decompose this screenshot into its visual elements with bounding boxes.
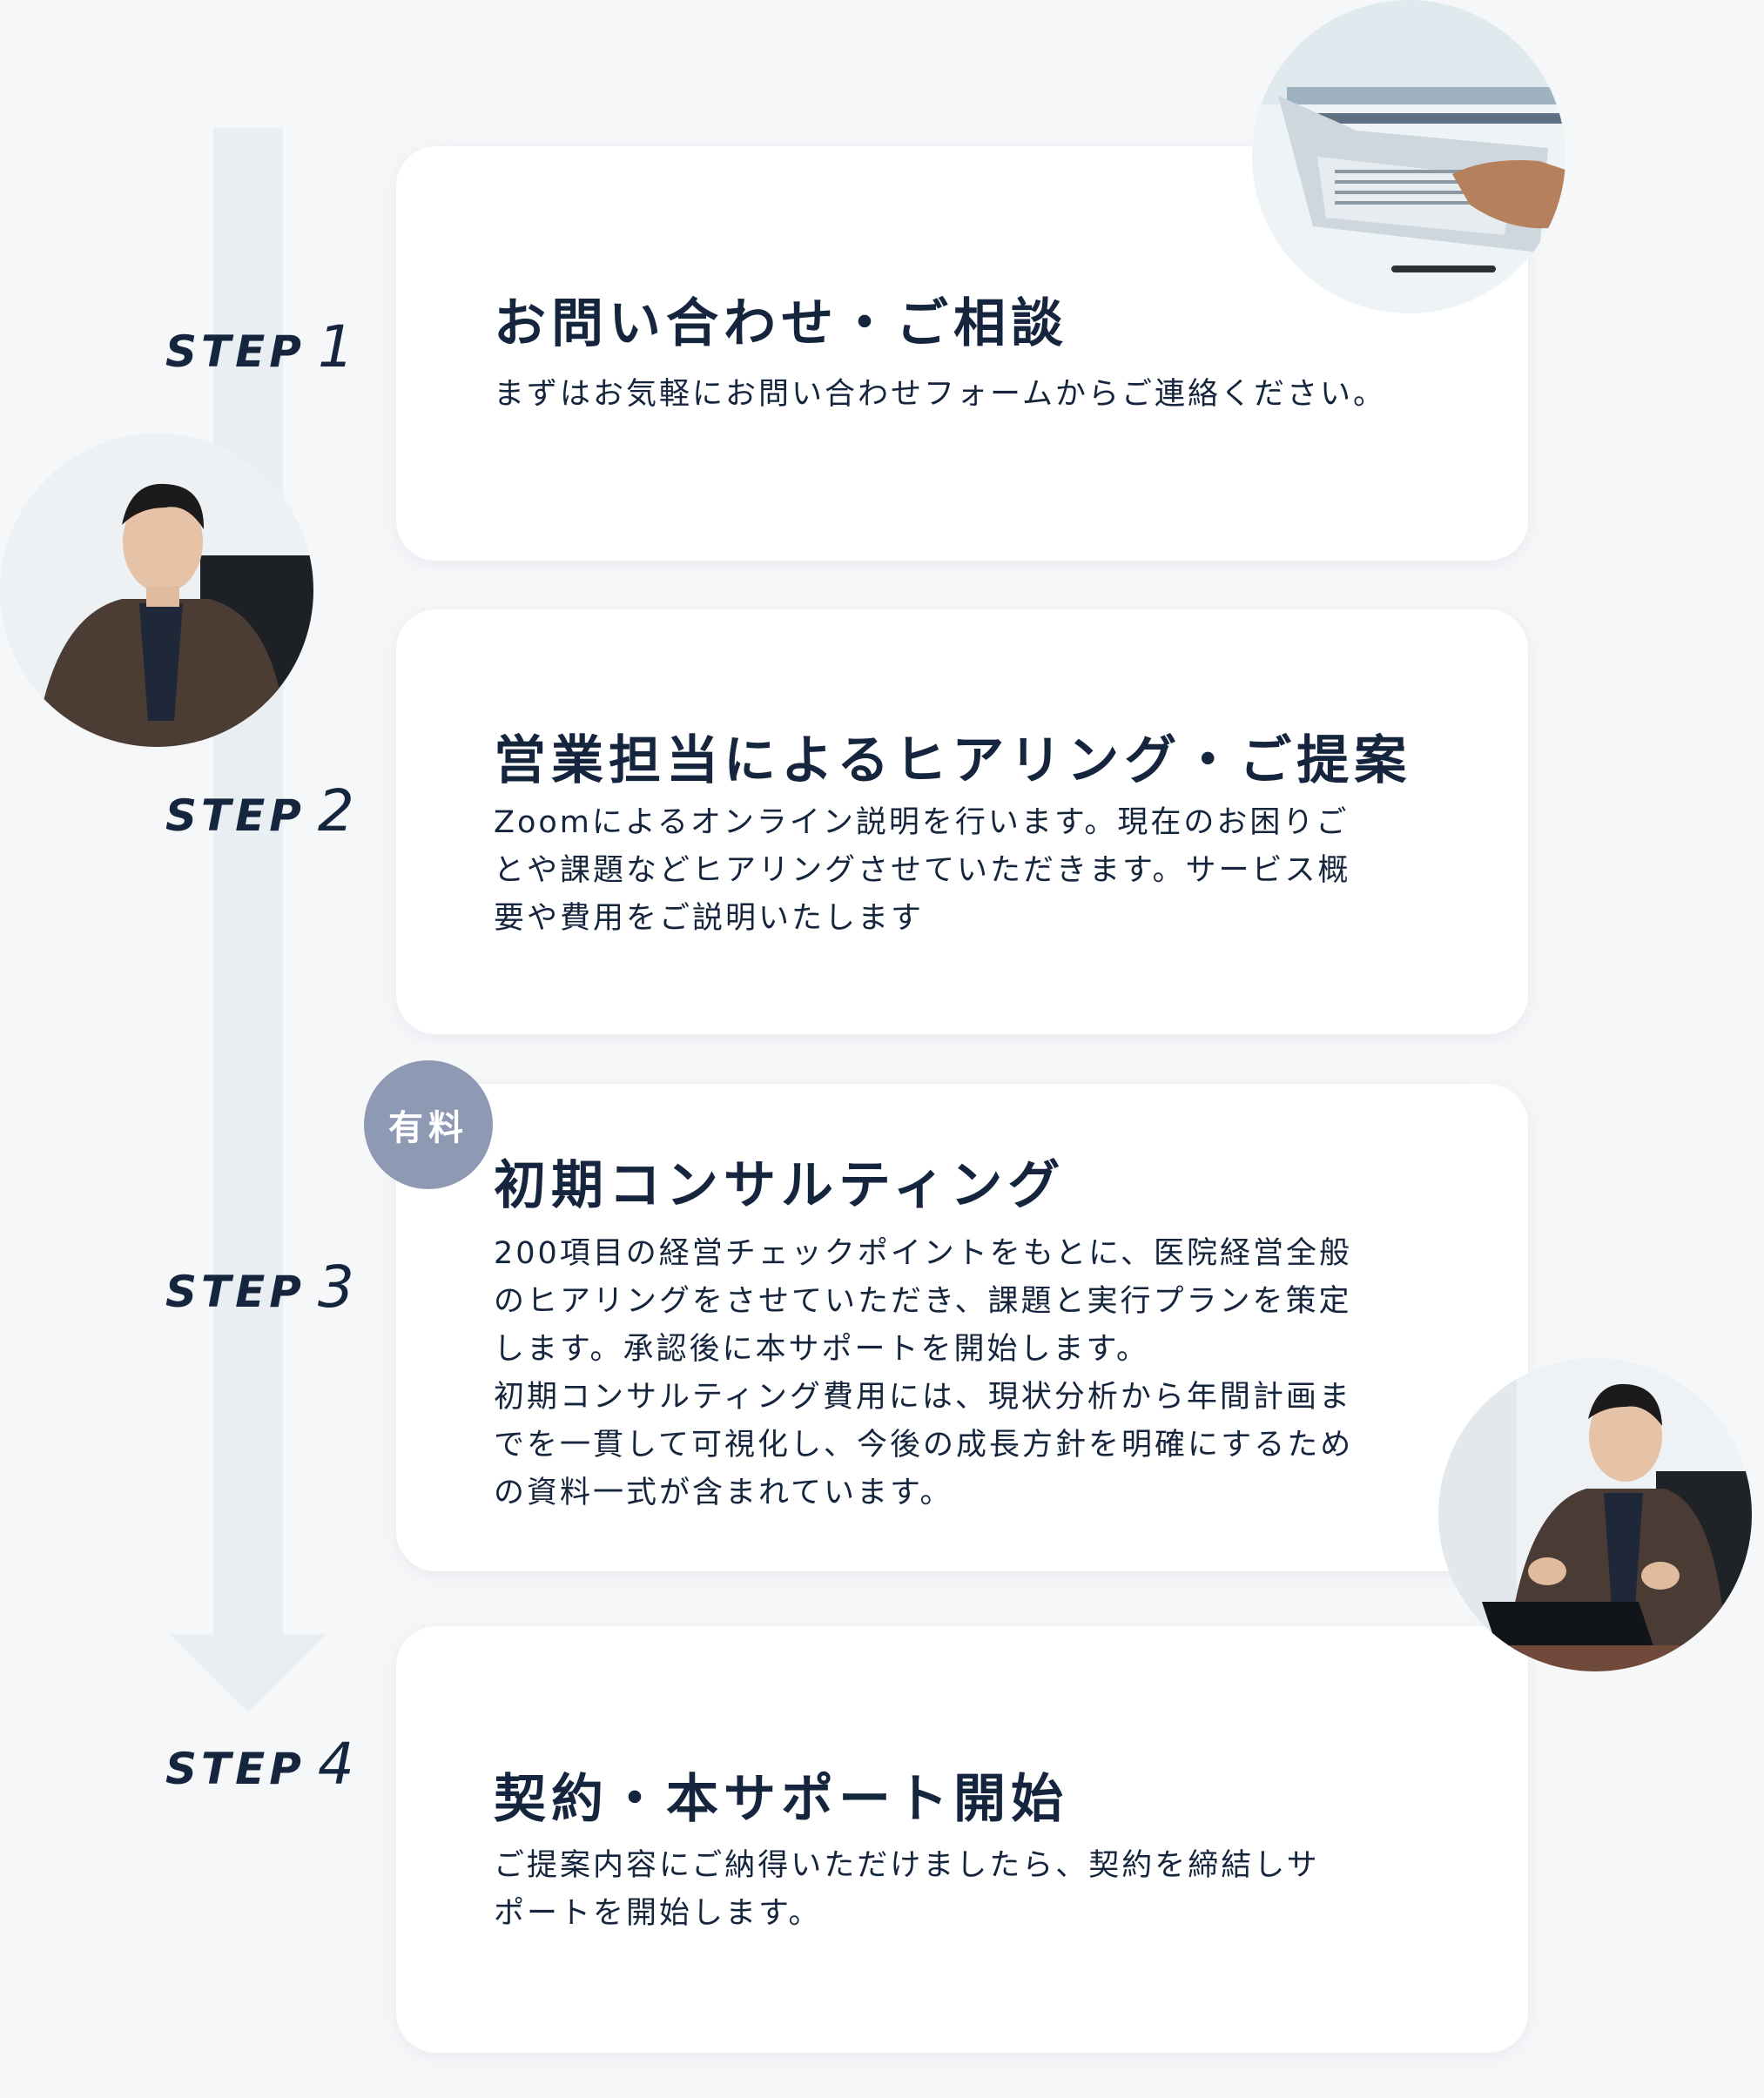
consultant-meeting-photo xyxy=(1438,1358,1752,1671)
step-word: STEP xyxy=(165,1744,306,1794)
step-number: 4 xyxy=(317,1731,359,1798)
step-description: ご提案内容にご納得いただけましたら、契約を締結しサ ポートを開始します。 xyxy=(494,1848,1320,1931)
step-word: STEP xyxy=(165,326,306,377)
step-description: Zoomによるオンライン説明を行います。現在のお困りご とや課題などヒアリングさ… xyxy=(494,805,1351,936)
step-card-2: 営業担当によるヒアリング・ご提案 Zoomによるオンライン説明を行います。現在の… xyxy=(396,609,1528,1034)
step-card-4: 契約・本サポート開始 ご提案内容にご納得いただけましたら、契約を締結しサ ポート… xyxy=(396,1626,1528,2053)
flow-arrow-head xyxy=(170,1634,327,1712)
step-title: 初期コンサルティング xyxy=(494,1155,1066,1216)
paid-badge-label: 有料 xyxy=(388,1108,468,1148)
step-number: 1 xyxy=(317,313,359,380)
step-number: 2 xyxy=(317,777,359,844)
paid-badge: 有料 xyxy=(364,1060,493,1189)
step-card-3: 初期コンサルティング 200項目の経営チェックポイントをもとに、医院経営全般 の… xyxy=(396,1084,1528,1571)
step-title: 営業担当によるヒアリング・ご提案 xyxy=(494,730,1412,791)
step-title: 契約・本サポート開始 xyxy=(494,1769,1068,1830)
step-description: まずはお気軽にお問い合わせフォームからご連絡ください。 xyxy=(494,377,1386,412)
step-title: お問い合わせ・ご相談 xyxy=(494,293,1068,354)
flow-arrow-shaft xyxy=(213,128,283,1634)
step-word: STEP xyxy=(165,1267,306,1317)
laptop-photo xyxy=(1252,0,1565,313)
consultant-photo xyxy=(0,434,313,747)
step-description: 200項目の経営チェックポイントをもとに、医院経営全般 のヒアリングをさせていた… xyxy=(494,1236,1354,1510)
step-word: STEP xyxy=(165,790,306,841)
step-number: 3 xyxy=(317,1254,359,1321)
